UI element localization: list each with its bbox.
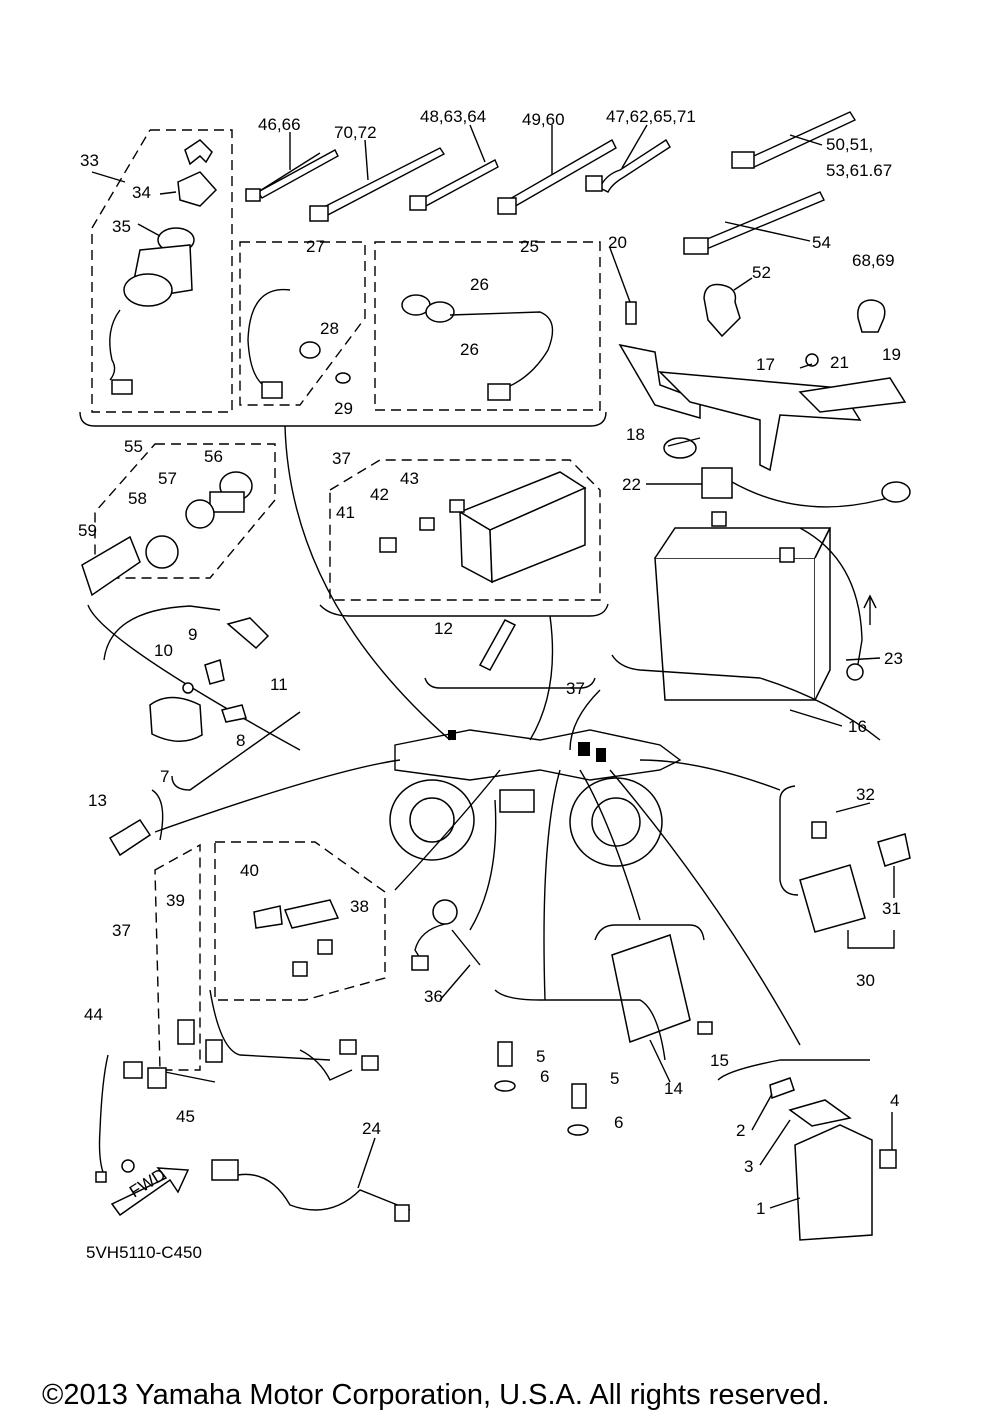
callout-23: 23	[884, 649, 903, 668]
copyright-notice: ©2013 Yamaha Motor Corporation, U.S.A. A…	[42, 1379, 830, 1411]
callout-15: 15	[710, 1051, 729, 1070]
callout-34: 34	[132, 183, 151, 202]
callout-5-b: 5	[610, 1069, 619, 1088]
callout-37-b: 37	[566, 679, 585, 698]
ecu-unit	[717, 1059, 897, 1241]
callout-18: 18	[626, 425, 645, 444]
cable-tie-70-72	[309, 139, 446, 222]
cable-tie-46-66	[245, 132, 339, 202]
lead-group-25	[374, 241, 601, 411]
callout-24: 24	[362, 1119, 381, 1138]
callout-56: 56	[204, 447, 223, 466]
callout-28: 28	[320, 319, 339, 338]
callout-26-b: 26	[460, 340, 479, 359]
callout-17: 17	[756, 355, 775, 374]
battery-bracket	[618, 301, 907, 472]
cable-tie-48-63-64	[409, 124, 499, 211]
fwd-arrow: FWD	[110, 1165, 190, 1217]
callout-44: 44	[84, 1005, 103, 1024]
callout-42: 42	[370, 485, 389, 504]
cable-tie-47-62-65-71	[585, 124, 671, 193]
callout-57: 57	[158, 469, 177, 488]
callout-47-62-65-71: 47,62,65,71	[606, 107, 696, 126]
main-switch-group	[91, 129, 233, 413]
bolts-5-6	[494, 989, 666, 1136]
callout-40: 40	[240, 861, 259, 880]
callout-32: 32	[856, 785, 875, 804]
callout-leaders	[609, 247, 895, 1209]
handle-group-55	[81, 443, 301, 751]
battery	[611, 467, 911, 741]
part-code: 5VH5110-C450	[86, 1243, 202, 1262]
callout-5-a: 5	[536, 1047, 545, 1066]
leader-lines	[154, 425, 801, 1046]
rectifier-regulator	[594, 924, 713, 1083]
band-clip-50-51-53-61-67	[731, 111, 857, 169]
callout-16: 16	[848, 717, 867, 736]
callout-46-66: 46,66	[258, 115, 301, 134]
callout-37-c: 37	[112, 921, 131, 940]
callout-36: 36	[424, 987, 443, 1006]
callout-19: 19	[882, 345, 901, 364]
callout-26-a: 26	[470, 275, 489, 294]
callout-54: 54	[812, 233, 831, 252]
callout-6-b: 6	[614, 1113, 623, 1132]
sensor-lead-36	[411, 899, 481, 1001]
callout-13: 13	[88, 791, 107, 810]
callout-39: 39	[166, 891, 185, 910]
callout-4: 4	[890, 1091, 899, 1110]
fuse-box-group	[319, 459, 609, 617]
callout-6-a: 6	[540, 1067, 549, 1086]
cable-tie-49-60	[497, 125, 617, 215]
callout-33: 33	[80, 151, 99, 170]
callout-1: 1	[756, 1199, 765, 1218]
callout-49-60: 49,60	[522, 110, 565, 129]
callout-21: 21	[830, 353, 849, 372]
callout-labels: 33 34 35 46,66 70,72 48,63,64 49,60 47,6…	[78, 107, 903, 1218]
callout-58: 58	[128, 489, 147, 508]
atv-illustration	[389, 729, 682, 867]
sensor-13	[108, 789, 164, 857]
callout-52: 52	[752, 263, 771, 282]
callout-35: 35	[112, 217, 131, 236]
callout-50-51: 50,51,	[826, 135, 873, 154]
callout-38: 38	[350, 897, 369, 916]
callout-20: 20	[608, 233, 627, 252]
band-clip-54	[683, 191, 825, 255]
callout-25: 25	[520, 237, 539, 256]
callout-10: 10	[154, 641, 173, 660]
callout-11: 11	[270, 675, 288, 694]
callout-22: 22	[622, 475, 641, 494]
callout-3: 3	[744, 1157, 753, 1176]
clamp-68-69	[857, 299, 886, 333]
callout-9: 9	[188, 625, 197, 644]
callout-70-72: 70,72	[334, 123, 377, 142]
starter-relay	[779, 785, 911, 949]
callout-48-63-64: 48,63,64	[420, 107, 486, 126]
callout-68-69: 68,69	[852, 251, 895, 270]
clamp-52	[703, 277, 753, 338]
relay-group	[103, 605, 301, 791]
callout-12: 12	[434, 619, 453, 638]
glow-plug	[424, 619, 596, 689]
callout-45: 45	[176, 1107, 195, 1126]
callout-8: 8	[236, 731, 245, 750]
callout-55: 55	[124, 437, 143, 456]
callout-43: 43	[400, 469, 419, 488]
callout-31: 31	[882, 899, 901, 918]
sub-harness-24	[211, 1137, 411, 1222]
callout-41: 41	[336, 503, 355, 522]
lead-group-27	[239, 241, 366, 406]
callout-59: 59	[78, 521, 97, 540]
callout-53-61-67: 53,61.67	[826, 161, 892, 180]
callout-30: 30	[856, 971, 875, 990]
callout-27: 27	[306, 237, 325, 256]
callout-29: 29	[334, 399, 353, 418]
callout-2: 2	[736, 1121, 745, 1140]
wire-harness-group	[95, 841, 386, 1183]
callout-7: 7	[160, 767, 169, 786]
callout-14: 14	[664, 1079, 683, 1098]
callout-37-a: 37	[332, 449, 351, 468]
